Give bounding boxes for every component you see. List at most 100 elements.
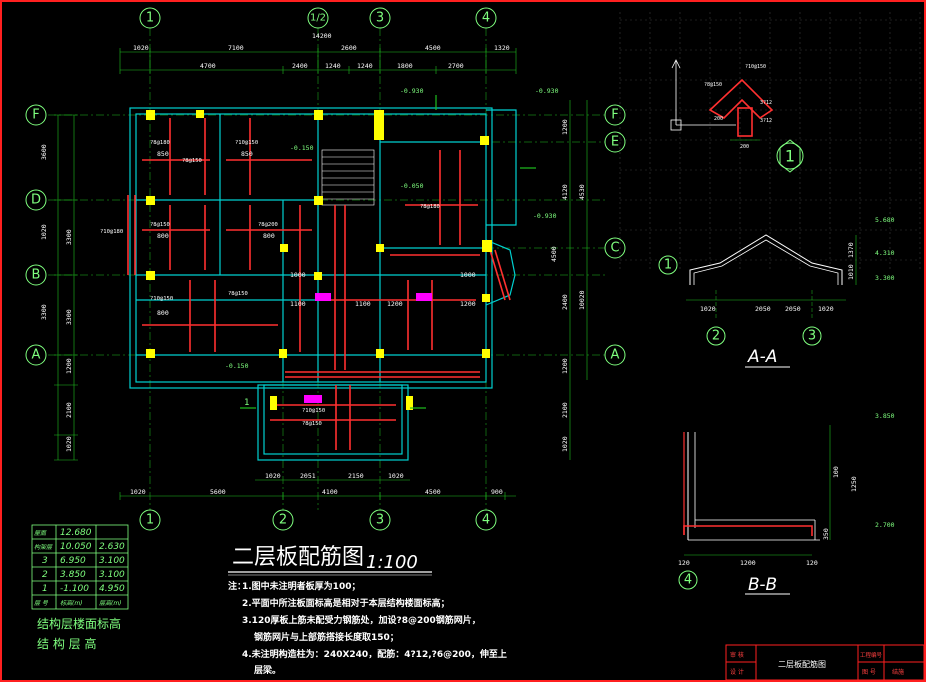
- axis-label: 4: [482, 11, 490, 26]
- slab-text: 800: [157, 309, 169, 317]
- axis-label: 3: [376, 11, 384, 26]
- title-block: [725, 644, 925, 681]
- dim-total: 14200: [312, 32, 332, 40]
- title-block-cell: 结施: [892, 668, 904, 676]
- axis-label: 4: [482, 513, 490, 528]
- dim-text: 1200: [65, 358, 73, 374]
- dim-text: 2400: [292, 62, 308, 70]
- dim-text: 7100: [228, 44, 244, 52]
- table-cell: 3.100: [99, 556, 125, 566]
- detail-dim: 200: [740, 144, 749, 150]
- section-bb: [678, 425, 831, 595]
- slab-text: 1200: [387, 300, 403, 308]
- level-text: 2.700: [875, 521, 895, 529]
- table-caption: 结构层楼面标高: [37, 616, 121, 631]
- dim-text: 1020: [818, 305, 834, 313]
- rebar-text: ?8@180: [420, 204, 440, 210]
- section-title: A-A: [747, 347, 777, 367]
- dim-text: 2100: [65, 402, 73, 418]
- plan-level-marks: -0.930 -0.930 -0.150 -0.050 -0.930 -0.15…: [225, 87, 559, 370]
- axis-label: F: [611, 108, 618, 123]
- title-block-name: 二层板配筋图: [778, 659, 826, 669]
- level-table: [31, 524, 129, 610]
- rebar-text: ?8@200: [258, 222, 278, 228]
- dim-text: 1200: [561, 119, 569, 135]
- axis-bubbles-bottom: 1 2 3 4: [139, 509, 497, 531]
- slab-text: 850: [241, 150, 253, 158]
- axis-bubbles-right: F E C A: [604, 104, 626, 366]
- detail-dim: ?10@150: [745, 64, 766, 70]
- level-text: -0.150: [290, 144, 314, 152]
- rebar-labels: ?8@180 ?8@150 ?10@150 ?10@180 ?8@150 ?8@…: [100, 140, 440, 427]
- dim-text: 2400: [561, 294, 569, 310]
- rebar-text: ?10@180: [100, 229, 123, 235]
- dim-text: 1320: [494, 44, 510, 52]
- dim-text: 1020: [265, 472, 281, 480]
- level-text: 5.680: [875, 216, 895, 224]
- level-text: -0.930: [400, 87, 424, 95]
- rebar-text: ?10@150: [302, 408, 325, 414]
- table-cell: 3.100: [99, 570, 125, 580]
- level-text: -0.150: [225, 362, 249, 370]
- section-title: B-B: [748, 575, 777, 595]
- note-line: 层梁。: [254, 664, 281, 676]
- dim-text: 4120: [561, 184, 569, 200]
- slab-text: 800: [157, 232, 169, 240]
- table-header: 层 号: [34, 600, 49, 607]
- dim-text: 4530: [578, 184, 586, 200]
- rebar-text: ?8@150: [182, 158, 202, 164]
- axis-label: C: [610, 241, 619, 256]
- slab-text: 850: [157, 150, 169, 158]
- section-marker-text: 1: [244, 398, 249, 408]
- dim-text: 1010: [847, 264, 855, 280]
- table-cell: 6.950: [60, 556, 86, 566]
- detail-dim: 3?12: [760, 100, 772, 106]
- dim-text: 2050: [755, 305, 771, 313]
- dim-text: 4500: [425, 488, 441, 496]
- slab-text: 1100: [355, 300, 371, 308]
- dim-text: 4100: [322, 488, 338, 496]
- dim-text: 5600: [210, 488, 226, 496]
- dim-text: 3600: [40, 144, 48, 160]
- note-line: 钢筋网片与上部筋搭接长度取150；: [254, 631, 399, 643]
- table-cell: 3: [42, 556, 48, 566]
- dim-text: 1370: [847, 242, 855, 258]
- table-cell: 2: [42, 570, 48, 580]
- dim-text: 1020: [65, 436, 73, 452]
- detail-dim: ?8@150: [704, 82, 722, 88]
- table-cell: 10.050: [60, 542, 92, 552]
- detail-dim: 200: [714, 116, 723, 122]
- axis-label: A: [611, 348, 620, 363]
- axis-label: F: [32, 108, 39, 123]
- title-block-cell: 图 号: [862, 669, 876, 676]
- title-block-cell: 审 核: [730, 651, 744, 659]
- section-cut-markers: [240, 95, 536, 409]
- grid-axis-lines: [48, 28, 605, 510]
- note-line: 1.图中未注明者板厚为100；: [242, 580, 360, 592]
- drawing-title: 二层板配筋图: [232, 545, 364, 570]
- dim-text: 1020: [133, 44, 149, 52]
- dim-text: 1020: [388, 472, 404, 480]
- dim-text: 100: [832, 466, 840, 478]
- level-text: 3.300: [875, 274, 895, 282]
- slab-text: 1000: [290, 271, 306, 279]
- stair-treads: [321, 149, 375, 206]
- dim-text: 1020: [561, 436, 569, 452]
- slab-text: 1100: [290, 300, 306, 308]
- dim-text: 1200: [740, 559, 756, 567]
- table-cell: -1.100: [60, 584, 89, 594]
- dim-text: 1020: [40, 224, 48, 240]
- table-cell: 构架层: [34, 543, 53, 551]
- rebar-text: ?8@180: [150, 140, 170, 146]
- room-slab-labels: 850 850 800 800 1000 1100 1100 1200 1200…: [157, 150, 476, 317]
- title-block-cell: 工程编号: [860, 651, 883, 659]
- dim-text: 2150: [348, 472, 364, 480]
- dim-text: 120: [678, 559, 690, 567]
- dim-text: 1800: [397, 62, 413, 70]
- slab-text: 800: [263, 232, 275, 240]
- snap-grid: [619, 12, 921, 272]
- dim-text: 1020: [700, 305, 716, 313]
- level-text: -0.050: [400, 182, 424, 190]
- dim-text: 3300: [40, 304, 48, 320]
